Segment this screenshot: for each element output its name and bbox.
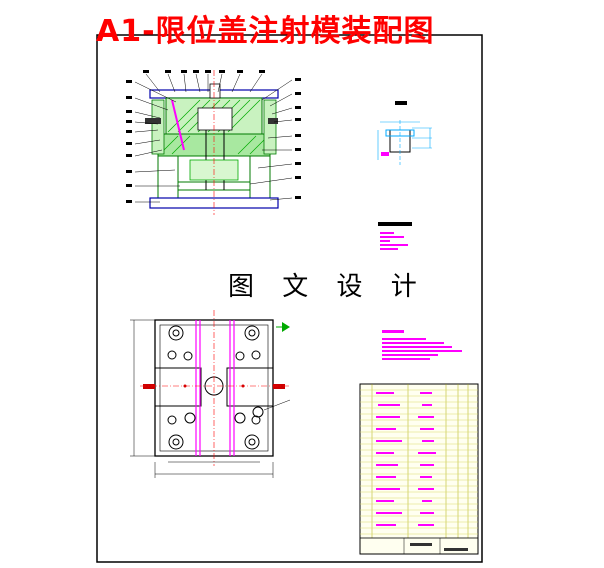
sprue-bushing	[209, 83, 221, 99]
watermark-text: 图 文 设 计	[228, 272, 427, 302]
part-detail	[377, 101, 432, 165]
parts-list-border	[359, 383, 479, 555]
slide-right	[263, 99, 277, 155]
leader-lines-left	[134, 81, 180, 203]
tech-notes-lower-heading	[382, 330, 404, 333]
section-arrow-mark	[282, 322, 290, 332]
angle-pin	[171, 99, 185, 151]
tech-notes-lower	[382, 330, 462, 360]
parts-list-columns	[371, 384, 469, 538]
guide-bolt-right	[268, 118, 278, 124]
plan-view	[130, 310, 291, 478]
guide-bolt-left	[145, 118, 161, 124]
plan-guide-rails	[195, 320, 235, 456]
spacer-block-left	[157, 155, 179, 199]
leader-lines-top	[145, 73, 263, 93]
part-detail-label	[395, 101, 407, 105]
tech-notes-heading	[378, 222, 412, 226]
parts-list-rows	[360, 389, 478, 535]
leader-tags	[126, 70, 301, 203]
mould-cavity	[197, 107, 233, 131]
parts-list-table	[359, 383, 479, 555]
title-block	[359, 537, 479, 555]
section-view	[126, 70, 301, 215]
plan-slide-left	[154, 367, 202, 407]
tech-notes-upper	[378, 222, 412, 250]
plan-guide-holes	[167, 325, 264, 450]
drawing-title: A1-限位盖注射模装配图	[96, 14, 435, 49]
part-detail-dims	[377, 121, 432, 160]
leader-lines-right	[249, 79, 293, 201]
plan-dimensions	[130, 319, 291, 478]
spacer-block-right	[249, 155, 271, 199]
slide-left	[151, 99, 165, 155]
parts-list-entries	[376, 392, 436, 526]
